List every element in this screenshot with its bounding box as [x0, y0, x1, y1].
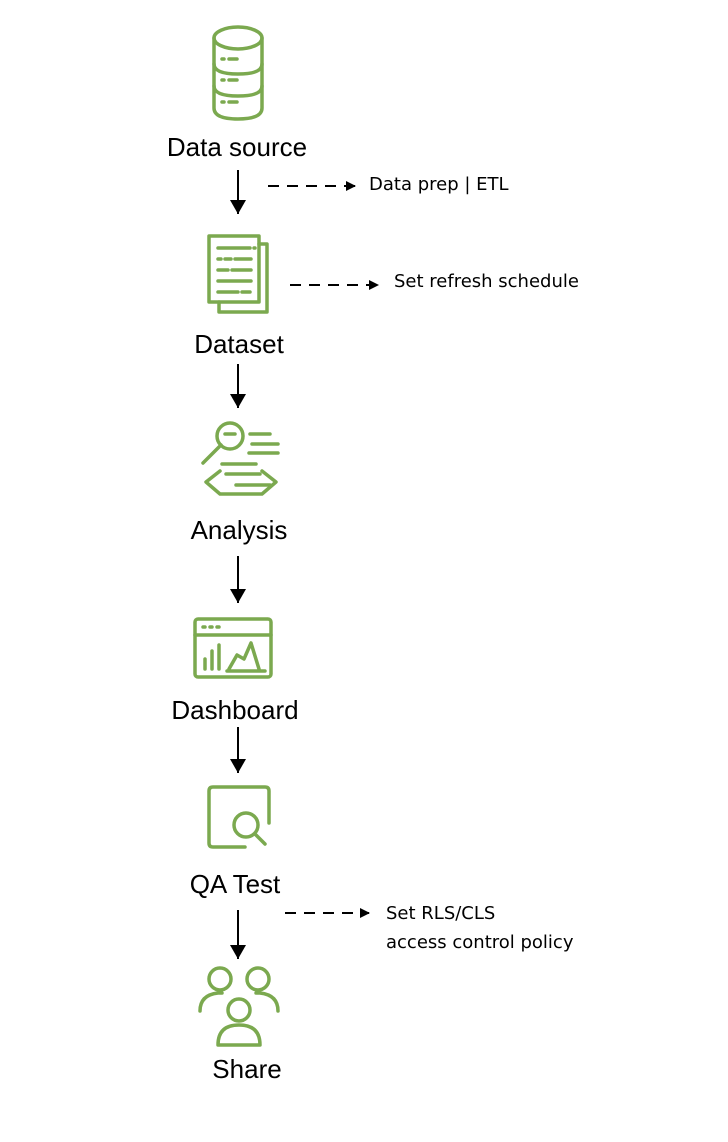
step-label-data-source: Data source [166, 132, 308, 162]
dashboard-icon [193, 617, 273, 679]
users-icon [198, 966, 280, 1047]
database-icon [212, 25, 264, 121]
step-label-qa-test: QA Test [189, 869, 281, 899]
note-data-prep: Data prep | ETL [369, 174, 509, 195]
step-label-share: Share [212, 1054, 282, 1084]
note-rls-line2: access control policy [386, 932, 574, 953]
analysis-icon [201, 421, 280, 496]
note-rls-line1: Set RLS/CLS [386, 903, 496, 924]
document-icon [207, 234, 269, 314]
step-label-analysis: Analysis [190, 515, 288, 545]
note-refresh-schedule: Set refresh schedule [394, 271, 579, 292]
qa-search-icon [207, 785, 271, 849]
step-label-dashboard: Dashboard [171, 695, 299, 725]
step-label-dataset: Dataset [194, 329, 284, 359]
